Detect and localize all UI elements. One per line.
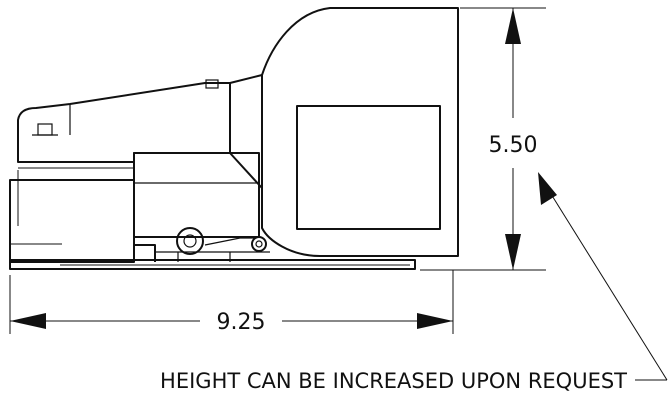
note-text: HEIGHT CAN BE INCREASED UPON REQUEST: [160, 369, 627, 393]
width-arrow-left: [10, 313, 46, 329]
height-dimension: 5.50: [420, 7, 546, 271]
height-arrow-bottom: [505, 234, 521, 270]
height-label: 5.50: [489, 133, 538, 158]
height-note: HEIGHT CAN BE INCREASED UPON REQUEST: [160, 172, 668, 393]
product-side-view: [9, 7, 459, 270]
height-arrow-top: [505, 8, 521, 44]
width-label: 9.25: [217, 310, 266, 335]
leader-line: [545, 185, 668, 381]
housing-window: [296, 105, 441, 230]
width-dimension: 9.25: [9, 270, 454, 335]
left-lower-block: [9, 170, 135, 263]
middle-box: [133, 152, 260, 238]
leader-arrow: [538, 172, 557, 205]
width-arrow-right: [417, 313, 453, 329]
roller-mechanism: [133, 227, 270, 262]
rear-upper-shell: [17, 82, 231, 163]
base-plate: [9, 259, 416, 270]
neck-section: [229, 74, 263, 189]
main-housing: [261, 7, 459, 257]
